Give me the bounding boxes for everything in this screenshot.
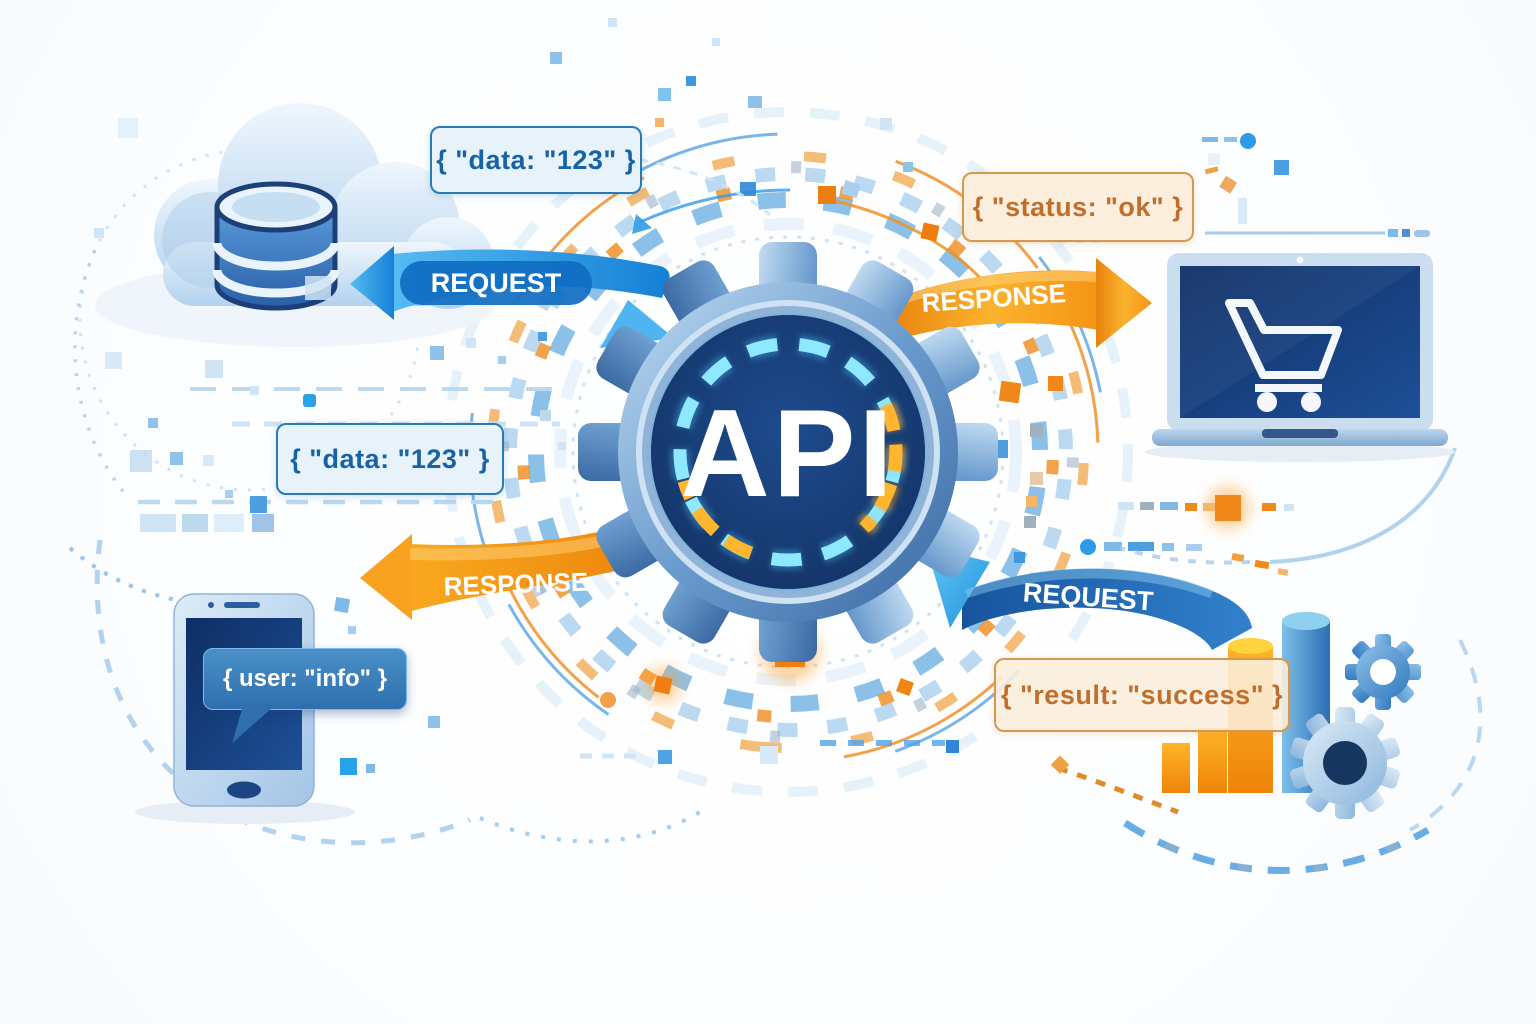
code-box-result: { "result: "success" }	[994, 658, 1290, 732]
speech-bubble-user: { user: "info" }	[203, 648, 407, 743]
code-box-status-text: { "status: "ok" }	[972, 191, 1184, 222]
response-bottom-label: RESPONSE	[443, 566, 588, 601]
code-box-status: { "status: "ok" }	[962, 172, 1194, 242]
speech-bubble-user-text: { user: "info" }	[222, 665, 388, 692]
code-box-data-top-text: { "data: "123" }	[436, 144, 636, 175]
request-arrow-bottom: REQUEST	[926, 546, 1252, 650]
request-top-label: REQUEST	[431, 268, 562, 298]
code-box-data-mid: { "data: "123" }	[276, 423, 504, 495]
gear-small-icon	[1345, 634, 1421, 710]
shopping-cart-icon	[1225, 299, 1342, 412]
api-gear-icon: API	[578, 242, 998, 662]
code-box-data-top: { "data: "123" }	[430, 126, 642, 194]
gear-large-icon	[1289, 707, 1401, 819]
laptop-cart-icon	[1145, 253, 1455, 462]
code-box-data-mid-text: { "data: "123" }	[290, 443, 490, 474]
request-arrow-top: REQUEST	[350, 246, 674, 348]
code-box-result-text: { "result: "success" }	[1000, 679, 1284, 710]
api-label: API	[680, 385, 896, 523]
